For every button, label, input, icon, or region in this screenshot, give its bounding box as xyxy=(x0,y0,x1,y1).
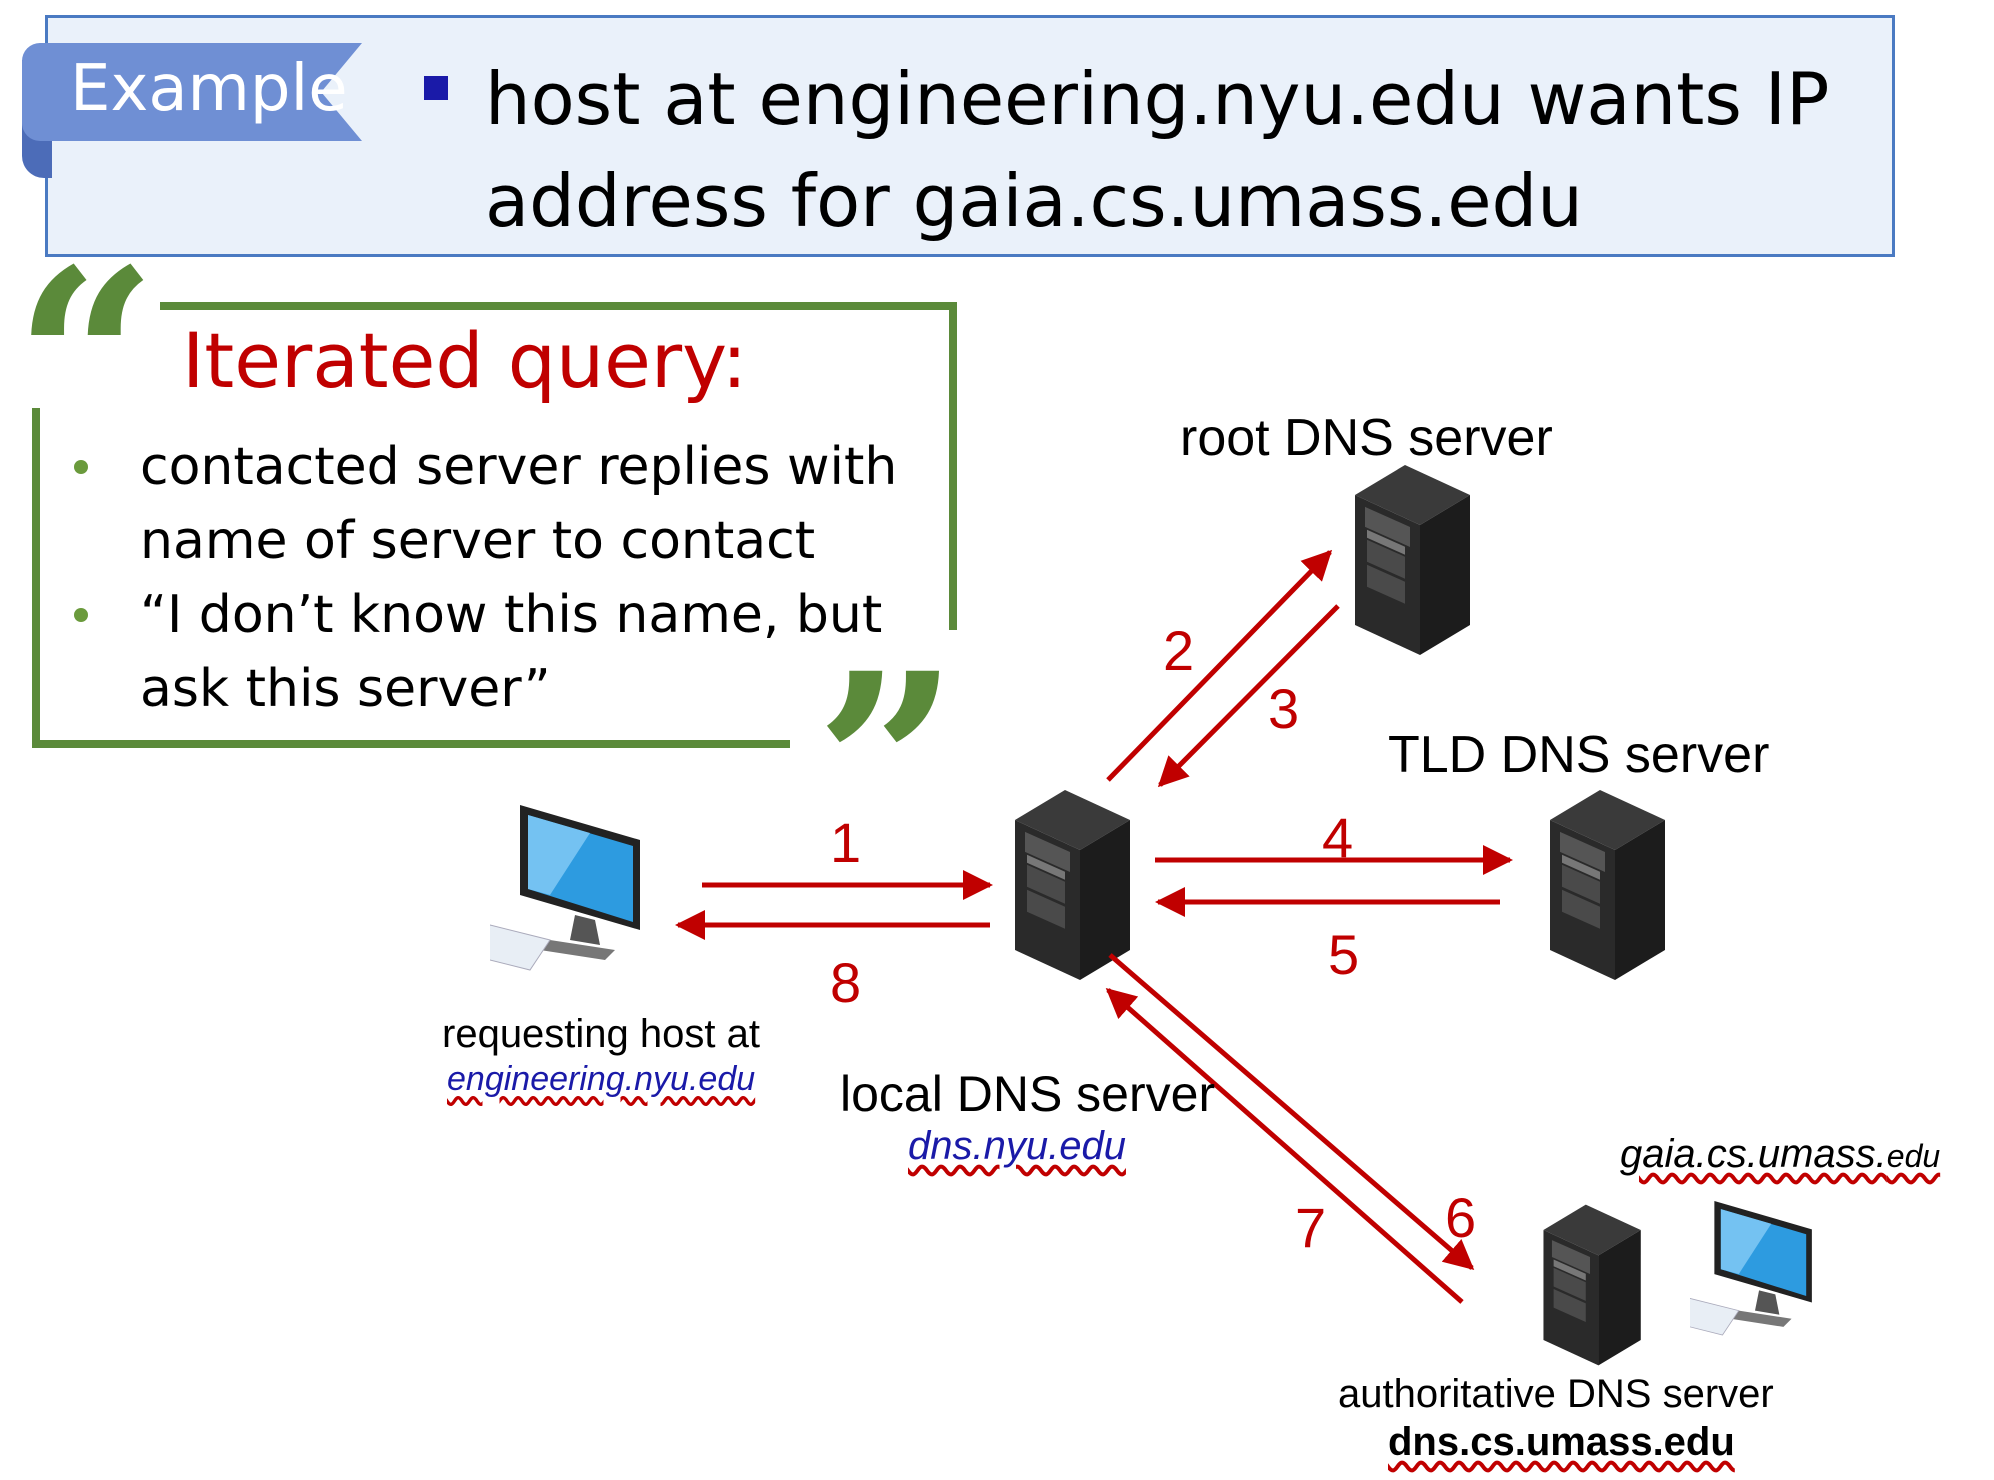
step-8-label: 8 xyxy=(830,951,862,1014)
gaia-host-label-main: gaia.cs.umass. xyxy=(1620,1132,1887,1176)
step-1-label: 1 xyxy=(830,811,862,874)
bullet-dot-icon xyxy=(74,460,88,474)
root-server-icon xyxy=(1355,465,1470,655)
local-server-label: local DNS server xyxy=(840,1066,1216,1122)
open-quote-icon: “ xyxy=(14,214,158,508)
step-3-label: 3 xyxy=(1268,677,1300,740)
example-tag-label: Example xyxy=(70,52,348,126)
example-tag xyxy=(22,43,362,141)
arrow-7 xyxy=(1105,988,1464,1304)
step-6-label: 6 xyxy=(1445,1186,1477,1249)
quote-item-1: contacted server replies with name of se… xyxy=(140,437,898,571)
step-2-label: 2 xyxy=(1163,619,1195,682)
arrow-3 xyxy=(1157,604,1340,788)
auth-server-icon xyxy=(1543,1204,1641,1366)
step-5-label: 5 xyxy=(1328,923,1360,986)
host-label: requesting host at xyxy=(442,1012,760,1056)
local-server-domain: dns.nyu.edu xyxy=(908,1124,1126,1168)
example-bullet-icon xyxy=(424,76,448,100)
quote-frame-left xyxy=(32,408,40,748)
local-server-icon xyxy=(1015,790,1130,980)
quote-frame-top xyxy=(160,302,957,310)
gaia-computer-icon xyxy=(1690,1200,1813,1336)
quote-frame-right xyxy=(949,302,957,630)
quote-frame-bottom xyxy=(32,740,790,748)
arrow-6 xyxy=(1108,953,1475,1270)
auth-server-domain: dns.cs.umass.edu xyxy=(1388,1420,1735,1464)
tld-server-icon xyxy=(1550,790,1665,980)
step-7-label: 7 xyxy=(1295,1196,1327,1259)
step-4-label: 4 xyxy=(1322,806,1354,869)
arrow-2 xyxy=(1106,549,1333,782)
gaia-host-label-tld: edu xyxy=(1886,1138,1941,1174)
host-computer-icon xyxy=(490,805,641,971)
quote-item-2: “I don’t know this name, but ask this se… xyxy=(140,585,883,719)
gaia-host-label: gaia.cs.umass.edu xyxy=(1620,1132,1940,1177)
root-server-label: root DNS server xyxy=(1180,409,1553,467)
quote-title: Iterated query: xyxy=(182,316,748,405)
example-text: host at engineering.nyu.edu wants IP add… xyxy=(485,57,1830,243)
tld-server-label: TLD DNS server xyxy=(1388,726,1770,784)
host-domain: engineering.nyu.edu xyxy=(447,1060,756,1098)
bullet-dot-icon xyxy=(74,608,88,622)
auth-server-label: authoritative DNS server xyxy=(1338,1372,1774,1416)
close-quote-icon: ” xyxy=(815,618,959,912)
